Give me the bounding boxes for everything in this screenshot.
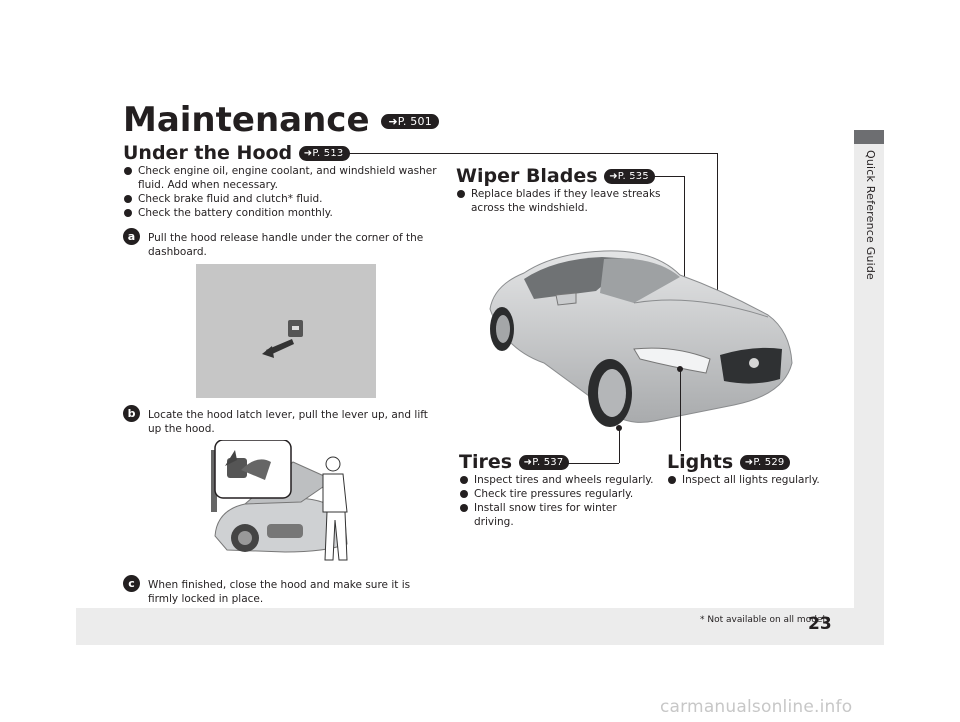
- wiper-leader-v: [684, 176, 685, 294]
- page-ref-arrow-icon: ➜: [609, 171, 618, 182]
- tires-heading: Tires ➜P. 537: [459, 451, 570, 473]
- tires-leader-h: [560, 463, 619, 464]
- list-item: Inspect tires and wheels regularly.: [459, 473, 659, 487]
- step-c-text: When finished, close the hood and make s…: [148, 579, 411, 605]
- hood-release-handle-icon: [196, 264, 376, 398]
- car-icon: [489, 250, 793, 427]
- lights-page-ref[interactable]: ➜P. 529: [739, 455, 791, 470]
- wiper-heading: Wiper Blades ➜P. 535: [456, 165, 655, 187]
- tires-leader-dot: [616, 425, 622, 431]
- page-number: 23: [808, 614, 832, 634]
- list-item: Inspect all lights regularly.: [667, 473, 847, 487]
- wiper-bullets: Replace blades if they leave streaks acr…: [456, 187, 666, 215]
- wiper-leader-h: [632, 176, 684, 177]
- page-ref-arrow-icon: ➜: [523, 457, 533, 468]
- tires-leader-v: [619, 427, 620, 463]
- step-c-number: c: [123, 575, 140, 592]
- tires-bullets: Inspect tires and wheels regularly. Chec…: [459, 473, 659, 529]
- list-item: Install snow tires for winter driving.: [459, 501, 659, 529]
- under-hood-leader-v: [717, 153, 718, 311]
- hood-release-photo: [196, 264, 376, 398]
- step-a-number: a: [123, 228, 140, 245]
- page-ref-arrow-icon: ➜: [303, 148, 313, 159]
- footnote: * Not available on all models: [700, 615, 830, 625]
- side-index-tab[interactable]: [854, 130, 884, 144]
- under-hood-bullets: Check engine oil, engine coolant, and wi…: [123, 164, 438, 220]
- page-ref-arrow-icon: ➜: [744, 457, 754, 468]
- title-page-ref[interactable]: ➜P. 501: [381, 114, 439, 129]
- under-hood-heading: Under the Hood ➜P. 513: [123, 142, 350, 164]
- side-index-label: Quick Reference Guide: [864, 150, 877, 280]
- under-hood-leader-h: [323, 153, 717, 154]
- page-ref-arrow-icon: ➜: [388, 115, 398, 128]
- step-b-number: b: [123, 405, 140, 422]
- lights-leader-v: [680, 371, 681, 451]
- list-item: Check engine oil, engine coolant, and wi…: [123, 164, 438, 192]
- step-b-text: Locate the hood latch lever, pull the le…: [148, 409, 428, 435]
- side-index-strip: [854, 130, 884, 645]
- tires-page-ref[interactable]: ➜P. 537: [518, 455, 570, 470]
- list-item: Check tire pressures regularly.: [459, 487, 659, 501]
- person-lifting-hood-icon: [211, 439, 348, 561]
- lights-leader-dot: [677, 366, 683, 372]
- watermark: carmanualsonline.info: [660, 697, 853, 717]
- car-illustration: [484, 245, 796, 435]
- step-a-text: Pull the hood release handle under the c…: [148, 232, 424, 258]
- lights-bullets: Inspect all lights regularly.: [667, 473, 847, 487]
- page-title-text: Maintenance: [123, 100, 370, 140]
- page-footer-band: [76, 608, 884, 645]
- hood-lift-illustration: [205, 439, 375, 570]
- list-item: Replace blades if they leave streaks acr…: [456, 187, 666, 215]
- lights-heading: Lights ➜P. 529: [667, 451, 791, 473]
- list-item: Check brake fluid and clutch* fluid.: [123, 192, 438, 206]
- page-title: Maintenance ➜P. 501: [123, 100, 439, 140]
- list-item: Check the battery condition monthly.: [123, 206, 438, 220]
